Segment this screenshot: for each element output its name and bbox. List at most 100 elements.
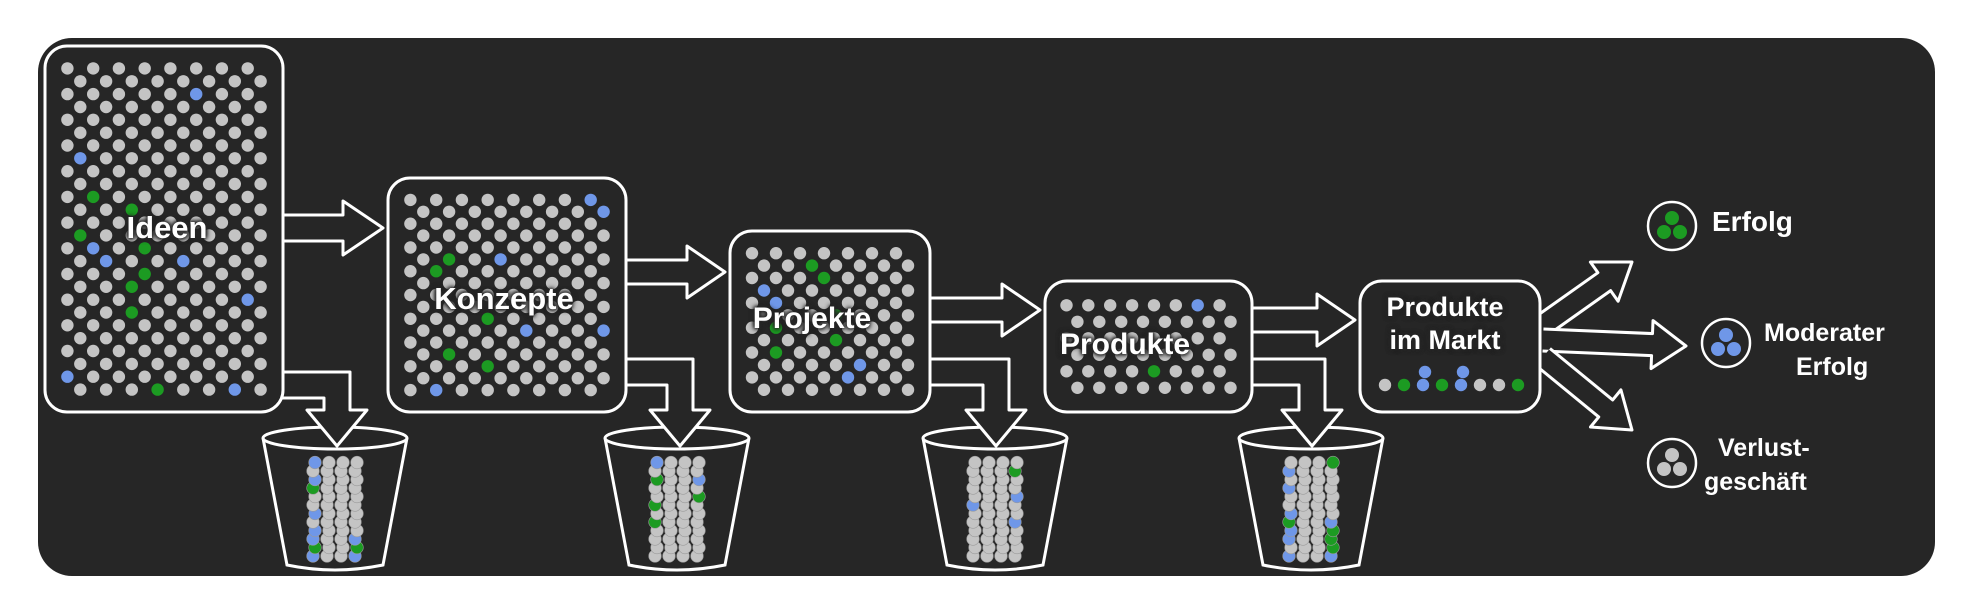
idea-dot [853,333,867,347]
idea-dot [889,271,903,285]
discard-dot [678,455,692,470]
idea-dot [177,100,190,114]
idea-dot [202,229,216,242]
idea-dot [1191,299,1204,312]
outcome-dot [1673,225,1687,239]
arrow-projekte-produkte [925,282,1042,338]
idea-dot [442,324,456,337]
idea-dot [151,229,164,242]
idea-dot [442,300,456,314]
idea-dot [442,205,456,218]
outcome-dot [1711,342,1725,356]
idea-dot [430,383,443,397]
idea-dot [61,165,74,178]
idea-dot [853,358,867,372]
market-dot [1473,378,1487,392]
idea-dot [241,62,254,75]
idea-dot [138,113,151,127]
outcome-dot [1657,225,1671,239]
idea-dot [228,280,241,293]
idea-dot [757,383,771,396]
idea-dot [769,321,783,334]
idea-dot [481,312,494,325]
idea-dot [901,259,915,272]
idea-dot [138,370,151,383]
idea-dot [1202,315,1215,328]
idea-dot [769,296,783,310]
idea-dot [164,319,177,332]
idea-dot [87,139,100,152]
idea-dot [584,312,597,325]
idea-dot [430,217,443,230]
idea-dot [112,370,126,383]
idea-dot [228,383,241,396]
idea-dot [442,276,456,290]
idea-dot [190,165,203,178]
market-dot [1456,365,1470,379]
idea-dot [1147,299,1161,312]
idea-dot [1136,381,1150,394]
idea-dot [1125,299,1139,312]
idea-dot [533,288,546,302]
idea-dot [151,280,164,293]
stage-box-ideen [43,44,285,414]
idea-dot [241,165,254,178]
idea-dot [164,344,177,358]
idea-dot [202,75,216,88]
idea-dot [112,139,126,152]
idea-dot [1093,348,1106,361]
discard-dot [1312,455,1326,470]
idea-dot [151,254,164,268]
idea-dot [571,229,584,242]
idea-dot [254,100,267,114]
idea-dot [164,267,177,281]
idea-dot [74,332,87,345]
idea-dot [545,229,559,242]
idea-dot [533,312,546,325]
idea-dot [215,370,229,383]
idea-dot [545,324,559,337]
idea-dot [125,332,138,345]
idea-dot [1071,348,1084,361]
idea-dot [597,253,610,266]
bucket-body [921,437,1069,572]
idea-dot [805,333,819,347]
idea-dot [228,229,241,242]
idea-dot [455,383,469,397]
idea-dot [112,87,126,101]
discard-dot [692,455,706,470]
discard-dot [1010,455,1024,470]
idea-dot [520,348,533,361]
idea-dot [494,300,507,314]
idea-dot [125,152,138,165]
idea-dot [138,190,151,204]
stage-box-konzepte [386,176,628,414]
idea-dot [99,357,113,371]
idea-dot [558,288,572,302]
idea-dot [442,253,456,266]
idea-dot [202,280,216,293]
idea-dot [1169,299,1183,312]
idea-dot [545,300,559,314]
idea-dot [99,229,113,242]
idea-dot [584,336,597,349]
idea-dot [190,267,203,281]
idea-dot [455,360,469,373]
idea-dot [455,193,469,207]
idea-dot [177,177,190,191]
idea-dot [494,205,507,218]
outcome-label-erfolg: Erfolg [1712,206,1793,237]
idea-dot [151,306,164,319]
idea-dot [202,177,216,191]
idea-dot [533,265,546,278]
idea-dot [558,336,572,349]
idea-dot [430,360,443,373]
idea-dot [468,300,481,314]
idea-dot [74,357,87,371]
idea-dot [215,139,229,152]
idea-dot [757,284,771,297]
idea-dot [1115,348,1128,361]
idea-dot [215,216,229,229]
idea-dot [112,190,126,204]
idea-dot [151,152,164,165]
